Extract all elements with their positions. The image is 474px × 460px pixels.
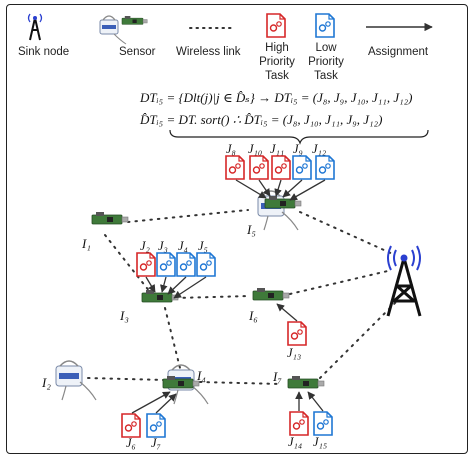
- task-j8-high-icon: [225, 155, 245, 180]
- task-label-j11: J₁₁: [270, 142, 284, 156]
- legend-low-line3: Task: [314, 70, 338, 82]
- sensor-legend-icon: [99, 15, 148, 45]
- task-j4-low-icon: [176, 252, 196, 277]
- node-label-i2: I₂: [41, 375, 51, 390]
- task-j10-high-icon: [249, 155, 269, 180]
- sink-node-tower: [386, 245, 422, 317]
- equation-brace: [169, 129, 429, 145]
- node-label-i3: I₃: [119, 308, 129, 323]
- wireless-links: [87, 209, 399, 385]
- node-label-i1: I₁: [81, 236, 91, 251]
- diagram-frame: [6, 4, 468, 454]
- node-label-i6: I₆: [248, 308, 258, 323]
- legend-wireless-link-label: Wireless link: [176, 46, 241, 58]
- task-j7-low-icon: [146, 413, 166, 438]
- task-j12-low-icon: [315, 155, 335, 180]
- task-label-j13: J₁₃: [287, 346, 301, 360]
- legend-high-line2: Priority: [259, 56, 295, 68]
- legend-assignment-label: Assignment: [368, 46, 429, 58]
- task-j14-high-icon: [289, 411, 309, 436]
- task-j6-high-icon: [121, 413, 141, 438]
- legend-low-line2: Priority: [308, 56, 344, 68]
- high-priority-task-legend-icon: [266, 13, 286, 38]
- node-label-i5: I₅: [246, 222, 256, 237]
- sensor-node-i3: [141, 289, 179, 303]
- node-label-i4: I₄: [196, 368, 206, 383]
- legend-sensor-label: Sensor: [119, 46, 156, 58]
- legend-low-line1: Low: [315, 42, 337, 54]
- task-label-j8: J₈: [226, 142, 236, 156]
- task-j15-low-icon: [313, 411, 333, 436]
- task-label-j2: J₂: [140, 239, 151, 253]
- sensor-node-i7: [287, 375, 325, 389]
- task-j3-low-icon: [156, 252, 176, 277]
- task-label-j10: J₁₀: [248, 142, 262, 156]
- task-label-j14: J₁₄: [288, 435, 302, 449]
- task-label-j7: J₇: [151, 436, 161, 450]
- task-label-j15: J₁₅: [313, 435, 327, 449]
- legend-sink-node-label: Sink node: [18, 46, 69, 58]
- low-priority-task-legend-icon: [315, 13, 335, 38]
- equation-line-2: D̂Tᵢ₅ = DT. sort() ∴ D̂Tᵢ₅ = (J₈, J₁₀, J…: [139, 112, 382, 127]
- sensor-node-i6: [252, 287, 290, 301]
- sink-node-legend-icon: [27, 13, 43, 41]
- task-j5-low-icon: [196, 252, 216, 277]
- task-label-j12: J₁₂: [312, 142, 327, 156]
- task-j11-high-icon: [271, 155, 291, 180]
- task-label-j5: J₅: [198, 239, 208, 253]
- task-label-j9: J₉: [293, 142, 303, 156]
- sensor-node-i1: [91, 211, 129, 225]
- task-label-j6: J₆: [126, 436, 136, 450]
- task-label-j4: J₄: [178, 239, 188, 253]
- assignment-arrows: [131, 179, 326, 414]
- legend-high-line1: High: [265, 42, 289, 54]
- node-label-i7: I₇: [272, 369, 282, 384]
- task-label-j3: J₃: [158, 239, 168, 253]
- task-j9-low-icon: [292, 155, 312, 180]
- task-j13-high-icon: [287, 321, 307, 346]
- task-j2-high-icon: [136, 252, 156, 277]
- sensor-node-i2: [55, 360, 97, 401]
- legend: Sink node Sensor Wireless link High Prio…: [18, 13, 433, 82]
- legend-high-line3: Task: [265, 70, 289, 82]
- equation-line-1: DTᵢ₅ = {Dlt(j)|j ∈ D̂ₛ} → DTᵢ₅ = (J₈, J₉…: [139, 90, 412, 105]
